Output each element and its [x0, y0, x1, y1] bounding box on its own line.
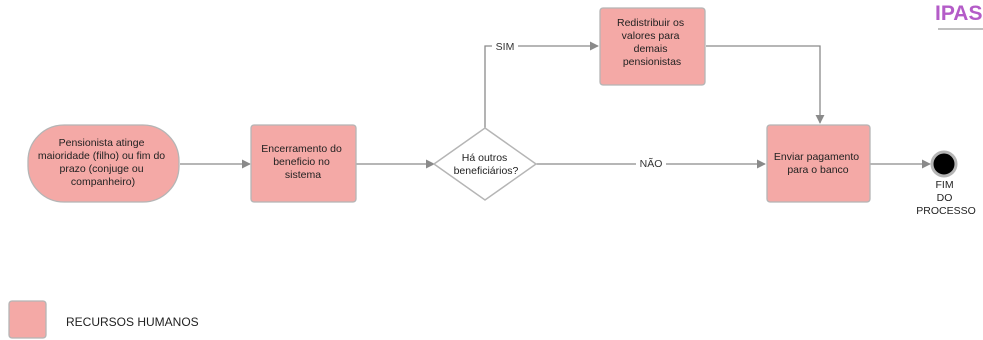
send-payment-label: Enviar pagamento para o banco: [774, 151, 862, 176]
send-payment-node: [766, 124, 871, 203]
edge-decision-yes: [484, 41, 599, 128]
legend-label: RECURSOS HUMANOS: [66, 315, 199, 329]
end-node: [930, 150, 958, 178]
redistribute-label: Redistribuir os valores para demais pens…: [617, 17, 687, 68]
decision-label: Há outros beneficiários?: [454, 152, 519, 177]
end-node-label: FIM DO PROCESSO: [916, 179, 976, 217]
edge-label-no: NÃO: [640, 157, 663, 170]
yes-label-bg: [492, 39, 518, 53]
start-node-label: Pensionista atinge maioridade (filho) ou…: [38, 137, 168, 188]
legend-swatch: [8, 300, 47, 339]
start-node: [27, 124, 180, 203]
legend: RECURSOS HUMANOS: [8, 300, 199, 339]
edge-label-yes: SIM: [496, 41, 515, 53]
close-benefit-label: Encerramento do beneficio no sistema: [261, 143, 344, 181]
decision-node: [432, 127, 538, 201]
ipasc-logo: IPASC: [935, 2, 983, 30]
logo-text: IPASC: [935, 2, 983, 25]
redistribute-node: [599, 7, 706, 86]
close-benefit-node: [250, 124, 357, 203]
edge-redistribute-to-send: [706, 45, 825, 124]
no-label-bg: [636, 156, 666, 170]
